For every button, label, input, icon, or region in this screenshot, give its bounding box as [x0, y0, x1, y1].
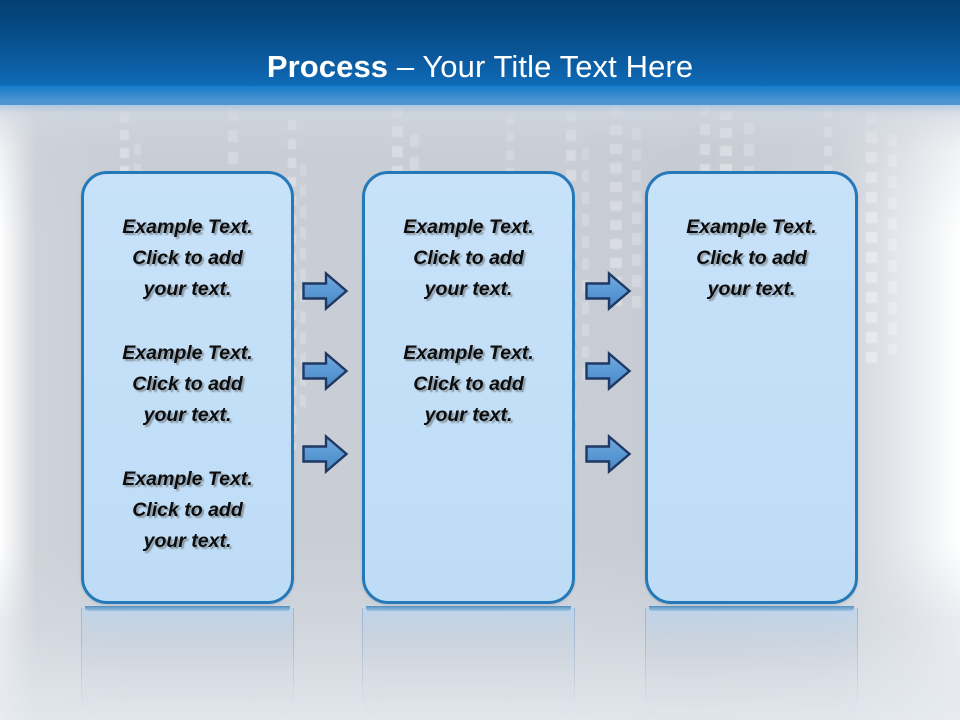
title-bold-part: Process — [266, 49, 389, 84]
right-arrow-icon — [585, 270, 632, 312]
box-reflection-cap — [366, 606, 571, 611]
process-box-content: Example Text. Click to add your text. — [648, 212, 855, 305]
box-reflection — [645, 608, 858, 720]
right-arrow-icon — [585, 433, 632, 475]
process-box[interactable]: Example Text. Click to add your text. Exa… — [81, 171, 294, 604]
title-band-glow — [0, 86, 960, 120]
process-box-text[interactable]: Example Text. Click to add your text. — [403, 216, 534, 300]
process-box-text[interactable]: Example Text. Click to add your text. — [403, 342, 534, 426]
right-arrow-icon — [302, 350, 349, 392]
process-box[interactable]: Example Text. Click to add your text. Exa… — [362, 171, 575, 604]
right-arrow-icon — [302, 433, 349, 475]
box-reflection — [81, 608, 294, 720]
process-box-content: Example Text. Click to add your text. Exa… — [365, 212, 572, 431]
process-box[interactable]: Example Text. Click to add your text. — [645, 171, 858, 604]
process-box-content: Example Text. Click to add your text. Exa… — [84, 212, 291, 557]
page-title: Process – Your Title Text Here — [0, 48, 960, 86]
box-reflection — [362, 608, 575, 720]
right-arrow-icon — [585, 350, 632, 392]
box-reflection-cap — [649, 606, 854, 611]
box-reflection-cap — [85, 606, 290, 611]
process-box-text[interactable]: Example Text. Click to add your text. — [122, 342, 253, 426]
title-rest-part: – Your Title Text Here — [388, 49, 694, 84]
process-box-text[interactable]: Example Text. Click to add your text. — [122, 216, 253, 300]
process-box-text[interactable]: Example Text. Click to add your text. — [122, 468, 253, 552]
right-arrow-icon — [302, 270, 349, 312]
process-box-text[interactable]: Example Text. Click to add your text. — [686, 216, 817, 300]
